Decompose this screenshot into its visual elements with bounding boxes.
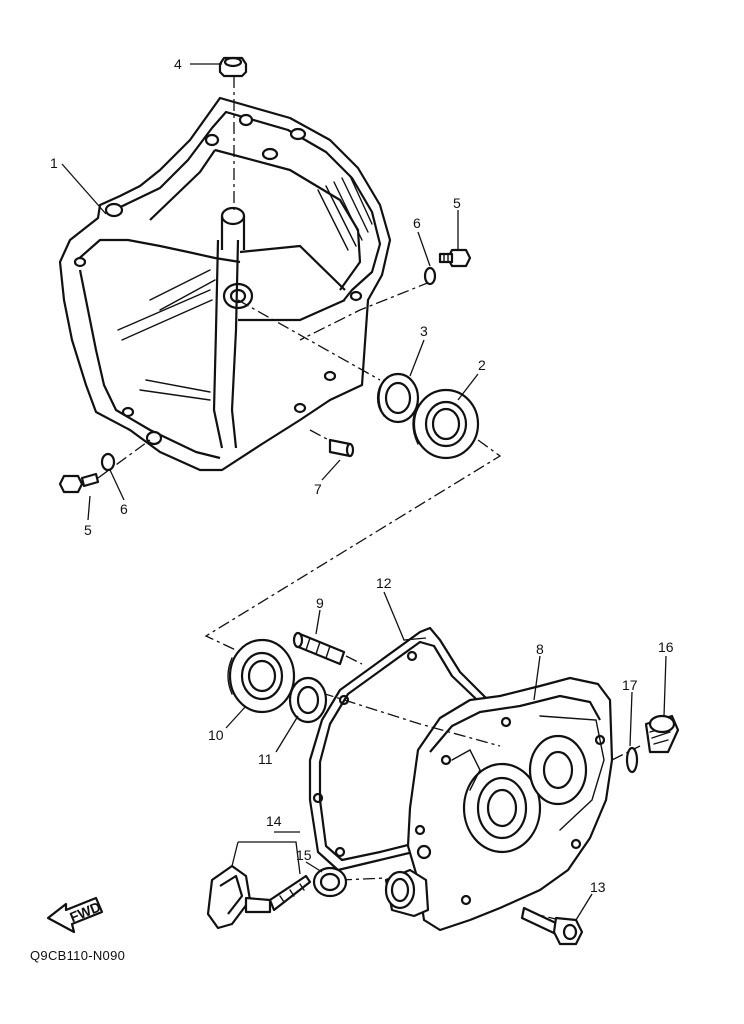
leader-7 <box>321 459 341 481</box>
guide-gasket-case <box>299 685 501 747</box>
callout-15: 15 <box>296 847 312 863</box>
leader-5b <box>87 495 91 521</box>
leader-2 <box>457 373 479 401</box>
leader-12 <box>383 591 427 641</box>
crankcase-half <box>58 96 392 472</box>
leader-6a <box>417 231 431 267</box>
leader-9 <box>315 609 321 635</box>
leader-10 <box>225 705 247 729</box>
leader-6b <box>109 469 125 501</box>
callout-3: 3 <box>420 323 428 339</box>
fwd-label: FWD <box>67 898 103 925</box>
callout-8: 8 <box>536 641 544 657</box>
dipstick-14 <box>206 864 312 930</box>
callout-2: 2 <box>478 357 486 373</box>
callout-5-left: 5 <box>84 522 92 538</box>
leader-17 <box>629 691 633 747</box>
callout-7: 7 <box>314 481 322 497</box>
bolt-13 <box>520 906 584 946</box>
leader-14 <box>231 831 301 875</box>
callout-6-right: 6 <box>413 215 421 231</box>
leader-13 <box>575 893 593 921</box>
callout-9: 9 <box>316 595 324 611</box>
nut-4 <box>218 56 248 78</box>
crankcase-cover-8 <box>384 676 614 932</box>
bearing-10 <box>227 638 296 714</box>
drawing-code: Q9CB110-N090 <box>30 948 125 963</box>
guide-bolt-5-right <box>299 281 431 341</box>
leader-11 <box>275 715 299 753</box>
oil-plug-16 <box>644 714 680 754</box>
callout-4: 4 <box>174 56 182 72</box>
o-ring-17 <box>625 746 639 774</box>
callout-5-right: 5 <box>453 195 461 211</box>
leader-3 <box>409 339 425 377</box>
leader-1 <box>61 163 107 215</box>
bearing-2 <box>412 388 480 460</box>
dowel-pin-7 <box>328 438 355 458</box>
leader-16 <box>663 655 667 717</box>
bolt-5-left <box>58 472 100 494</box>
guide-plug-16 <box>611 745 641 761</box>
guide-crank-axis <box>204 439 502 653</box>
callout-14: 14 <box>266 813 282 829</box>
oil-seal-11 <box>288 676 328 724</box>
callout-13: 13 <box>590 879 606 895</box>
seal-15 <box>312 866 348 898</box>
callout-6-left: 6 <box>120 501 128 517</box>
callout-16: 16 <box>658 639 674 655</box>
fwd-arrow-icon: FWD <box>46 896 104 934</box>
leader-8 <box>533 655 541 701</box>
callout-12: 12 <box>376 575 392 591</box>
callout-17: 17 <box>622 677 638 693</box>
washer-6-right <box>423 266 437 286</box>
washer-6-left <box>100 452 116 472</box>
bolt-5-right <box>438 248 472 268</box>
guide-seal-15 <box>339 877 387 881</box>
callout-10: 10 <box>208 727 224 743</box>
callout-1: 1 <box>50 155 58 171</box>
guide-bolt-5-left <box>97 439 151 479</box>
guide-bearing <box>237 299 381 381</box>
callout-11: 11 <box>258 751 273 767</box>
guide-dowel-9 <box>345 655 363 665</box>
oil-seal-3 <box>376 372 420 424</box>
leader-15 <box>305 861 323 873</box>
dowel-9 <box>292 631 346 666</box>
